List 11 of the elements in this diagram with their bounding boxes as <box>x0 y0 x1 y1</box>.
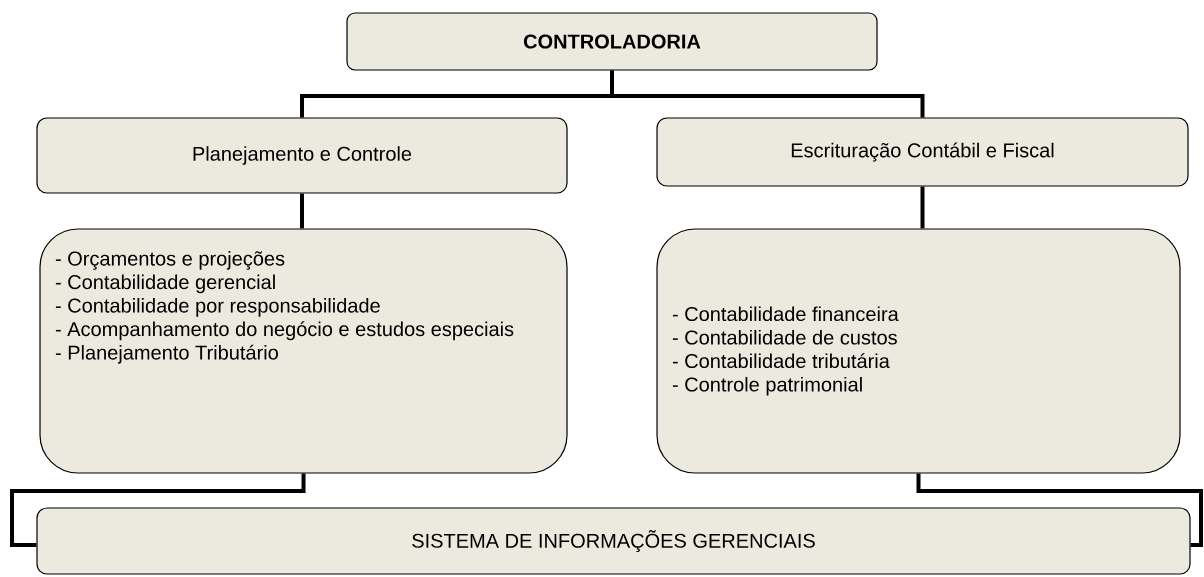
connector-line <box>920 186 925 229</box>
title-box: CONTROLADORIA <box>346 12 878 71</box>
list-box: - Contabilidade financeira - Contabilidade de custos - Contabilidade tributária - Controle patrimonial <box>656 228 1181 474</box>
category-box: Escrituração Contábil e Fiscal <box>656 117 1189 187</box>
connector-line <box>916 473 1203 547</box>
connector-line <box>300 193 304 229</box>
list-box: - Orçamentos e projeções - Contabilidade gerencial - Contabilidade por responsabilidade - Acompanhamento do negócio e estudos especiais - Planejamento Tributário <box>39 228 568 474</box>
category-box: Planejamento e Controle <box>36 117 568 194</box>
connector-line <box>610 70 925 118</box>
footer-box: SISTEMA DE INFORMAÇÕES GERENCIAIS <box>36 507 1191 575</box>
connector-line <box>10 473 306 547</box>
